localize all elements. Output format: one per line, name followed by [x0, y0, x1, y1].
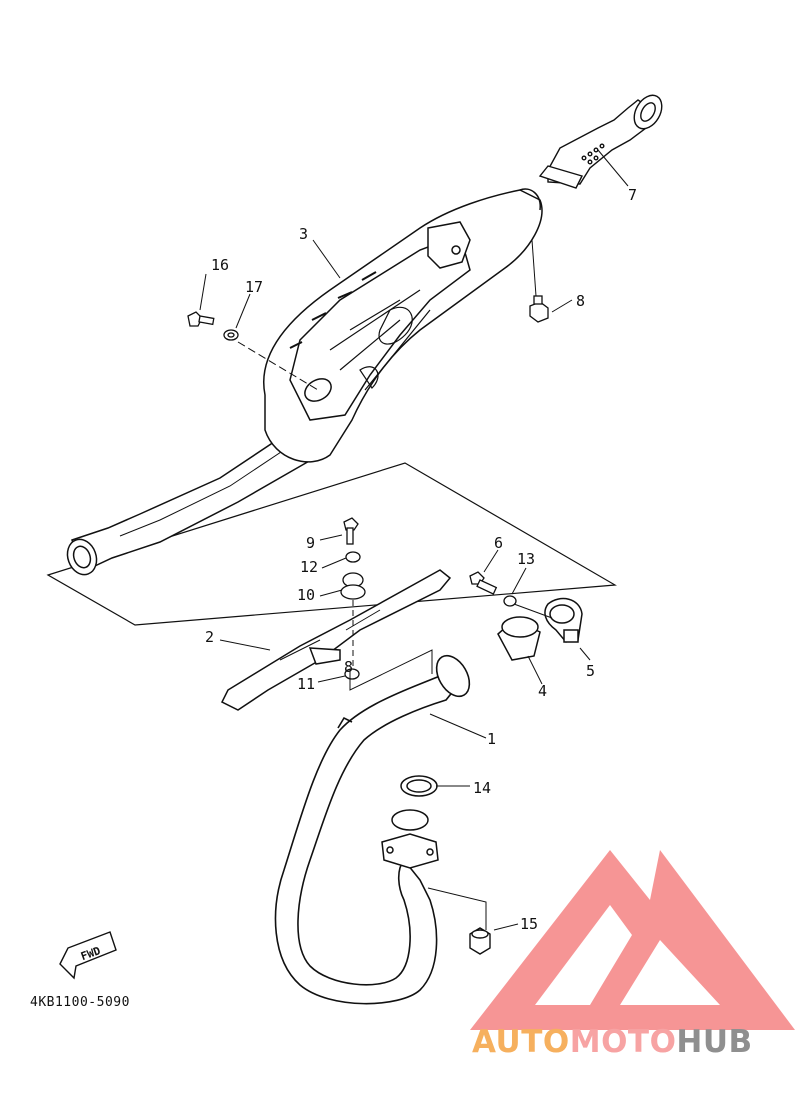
part-label-10: 10 [297, 586, 315, 604]
part-11-collar [344, 668, 360, 680]
part-label-2: 2 [205, 628, 214, 646]
part-2-bracket [220, 569, 452, 711]
watermark-auto: AUTO [472, 1024, 570, 1060]
part-label-3: 3 [299, 225, 308, 243]
leader-lines [199, 149, 629, 931]
part-label-7: 7 [628, 186, 637, 204]
watermark-logo [470, 850, 795, 1030]
part-label-6: 6 [494, 534, 503, 552]
part-label-17: 17 [245, 278, 263, 296]
part-7-end-pipe [538, 94, 663, 189]
part-8-bolt-upper [529, 295, 549, 323]
part-13-washer [503, 595, 517, 607]
part-14-gasket [400, 775, 438, 797]
part-label-8-upper: 8 [576, 292, 585, 310]
part-17-washer [223, 329, 239, 341]
watermark-moto: MOTO [570, 1024, 677, 1060]
part-label-11: 11 [297, 675, 315, 693]
watermark-hub: HUB [676, 1024, 752, 1060]
part-16-bolt [187, 311, 215, 327]
fwd-direction-marker: FWD [59, 931, 117, 980]
part-5-clamp [544, 597, 583, 643]
part-9-bolt [343, 517, 359, 545]
part-15-nut [469, 927, 491, 955]
part-10-grommet [340, 572, 366, 600]
catalog-code: 4KB1100-5090 [30, 995, 130, 1010]
silencer-guide-box [46, 462, 617, 626]
part-3-muffler [66, 188, 543, 576]
part-12-washer [345, 551, 361, 563]
part-label-8-lower: 8 [344, 658, 353, 676]
part-label-12: 12 [300, 558, 318, 576]
part-label-1: 1 [487, 730, 496, 748]
part-label-5: 5 [586, 662, 595, 680]
part-label-14: 14 [473, 779, 491, 797]
part-1-exhaust-pipe [274, 654, 471, 1005]
part-label-4: 4 [538, 682, 547, 700]
exhaust-flange [381, 809, 439, 869]
watermark-text: AUTOMOTOHUB [472, 1024, 753, 1060]
part-label-15: 15 [520, 915, 538, 933]
part-6-bolt [469, 571, 498, 595]
part-label-13: 13 [517, 550, 535, 568]
part-4-gasket-sleeve [497, 616, 541, 661]
part-number-labels: 1 2 3 4 5 6 7 8 8 9 10 11 12 13 14 15 16… [205, 186, 637, 933]
part-label-9: 9 [306, 534, 315, 552]
part-label-16: 16 [211, 256, 229, 274]
